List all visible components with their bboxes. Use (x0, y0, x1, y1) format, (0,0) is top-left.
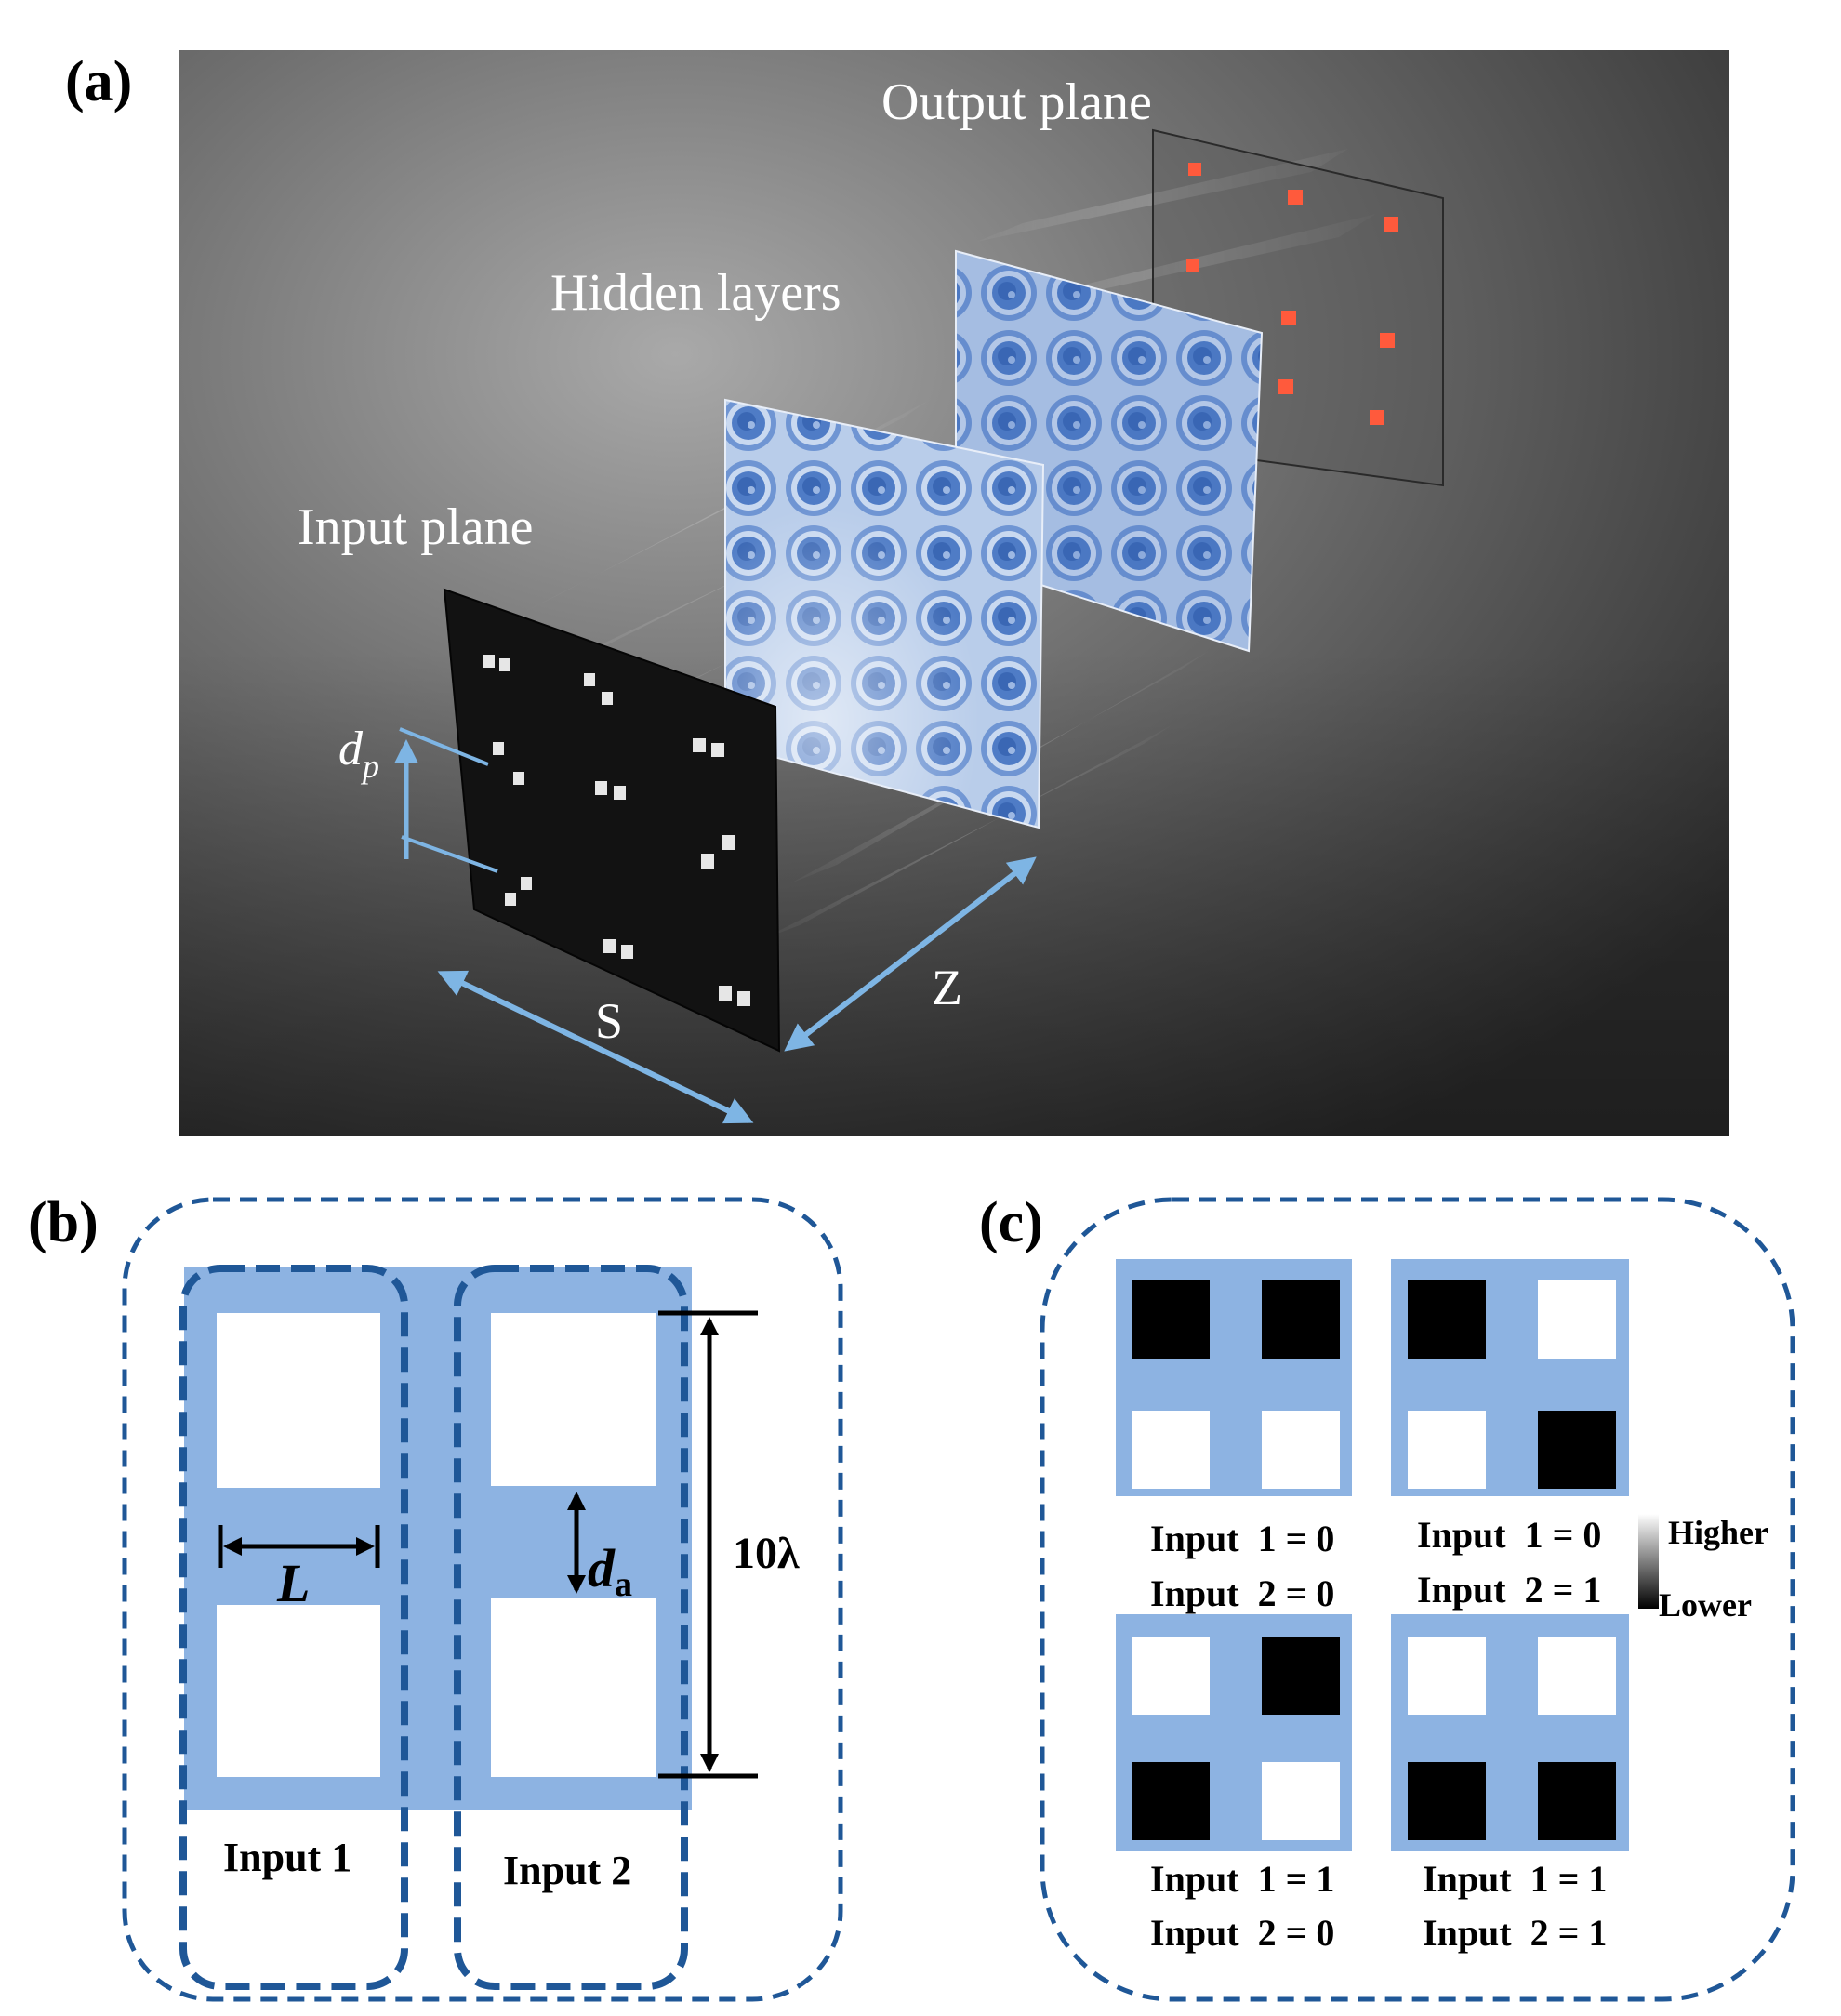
dp-dimension (394, 727, 498, 873)
panel-a-label: (a) (65, 50, 132, 113)
input-pixel (621, 945, 633, 959)
input-pixel (483, 655, 495, 668)
da-label: da (588, 1538, 632, 1604)
z-dimension (784, 856, 1037, 1052)
output-spot (1281, 311, 1296, 325)
case-cell (1262, 1762, 1340, 1840)
case-cell (1132, 1762, 1210, 1840)
output-spot (1384, 217, 1398, 232)
s-label: S (595, 993, 623, 1049)
input-plane (443, 588, 781, 1053)
input-pixel (603, 939, 616, 953)
input2-aperture-bottom (491, 1598, 656, 1777)
case-input1-text: Input 1 = 1 (1423, 1858, 1607, 1900)
input-pixel (711, 743, 724, 757)
case-cell (1408, 1411, 1486, 1489)
panel-a-render: Output plane Hidden layers Input plane d… (179, 50, 1729, 1136)
input-plane-label: Input plane (298, 498, 533, 556)
height-label: 10λ (733, 1529, 800, 1578)
s-dimension (437, 970, 754, 1124)
case-panel: Input 1 = 0 Input 2 = 0 (1116, 1259, 1352, 1614)
input-pixel (521, 877, 532, 890)
input-pixel (505, 893, 516, 906)
panel-b-label: (b) (28, 1191, 99, 1254)
case-panel: Input 1 = 1 Input 2 = 1 (1391, 1614, 1629, 1954)
case-cell (1262, 1280, 1340, 1359)
case-cell (1132, 1280, 1210, 1359)
output-spot (1288, 190, 1303, 205)
input-pixel (493, 742, 504, 755)
case-cell (1408, 1637, 1486, 1715)
output-spot (1380, 333, 1395, 348)
case-cell (1408, 1280, 1486, 1359)
case-cell (1408, 1762, 1486, 1840)
input-pixel (719, 986, 732, 1001)
case-input2-text: Input 2 = 0 (1150, 1912, 1334, 1954)
case-input2-text: Input 2 = 0 (1150, 1572, 1334, 1614)
output-plane-label: Output plane (881, 73, 1152, 131)
case-cell (1262, 1411, 1340, 1489)
case-cell (1538, 1280, 1616, 1359)
colorbar-gradient (1638, 1514, 1659, 1609)
output-spot (1188, 163, 1201, 176)
input-pixel (595, 781, 607, 795)
L-dimension (218, 1525, 380, 1568)
colorbar: Higher Lower (1638, 1514, 1768, 1624)
case-input2-text: Input 2 = 1 (1423, 1912, 1607, 1954)
case-input1-text: Input 1 = 0 (1417, 1514, 1601, 1556)
panel-c-outer-border (1040, 1197, 1795, 2002)
height-dimension (658, 1310, 758, 1779)
L-label: L (276, 1553, 310, 1613)
input-pixel (722, 835, 735, 850)
colorbar-low-label: Lower (1659, 1586, 1752, 1624)
case-cell (1262, 1637, 1340, 1715)
panel-c-label: (c) (979, 1191, 1043, 1254)
colorbar-high-label: Higher (1668, 1514, 1768, 1551)
case-panel: Input 1 = 1 Input 2 = 0 (1116, 1614, 1352, 1954)
input-plane-surface (443, 588, 781, 1053)
panel-b: L da 10λ Input 1 Input 2 (122, 1197, 843, 2002)
case-cell (1132, 1637, 1210, 1715)
case-input1-text: Input 1 = 0 (1150, 1518, 1334, 1559)
hidden-layers-label: Hidden layers (550, 264, 841, 322)
case-cell (1132, 1411, 1210, 1489)
case-cell (1538, 1637, 1616, 1715)
hidden-layer-front (724, 398, 1045, 829)
case-input2-text: Input 2 = 1 (1417, 1569, 1601, 1611)
panel-b-outer-border (122, 1197, 843, 2002)
case-cell (1538, 1411, 1616, 1489)
z-label: Z (932, 960, 962, 1015)
input-pixel (614, 786, 626, 800)
input-pixel (584, 673, 595, 686)
input-pixel (693, 738, 706, 752)
input-pixel (737, 991, 750, 1006)
output-spot (1370, 410, 1384, 425)
input-pixel (701, 854, 714, 869)
case-input1-text: Input 1 = 1 (1150, 1858, 1334, 1900)
input-pixel (602, 692, 613, 705)
case-cell (1538, 1762, 1616, 1840)
input1-aperture-bottom (217, 1605, 380, 1777)
input2-aperture-top (491, 1313, 656, 1486)
output-spot (1186, 259, 1199, 272)
input1-label: Input 1 (223, 1835, 351, 1880)
dp-label: dp (338, 723, 379, 785)
input2-label: Input 2 (503, 1848, 631, 1893)
input1-aperture-top (217, 1313, 380, 1488)
input1-dashed-box (179, 1265, 408, 1990)
input2-dashed-box (454, 1265, 688, 1990)
output-spot (1278, 379, 1293, 394)
panel-c: Input 1 = 0 Input 2 = 0 Input 1 = 0 Inpu… (1040, 1197, 1795, 2002)
input-pixel (499, 658, 510, 671)
input-pixel (513, 772, 524, 785)
case-panel: Input 1 = 0 Input 2 = 1 (1391, 1259, 1629, 1611)
